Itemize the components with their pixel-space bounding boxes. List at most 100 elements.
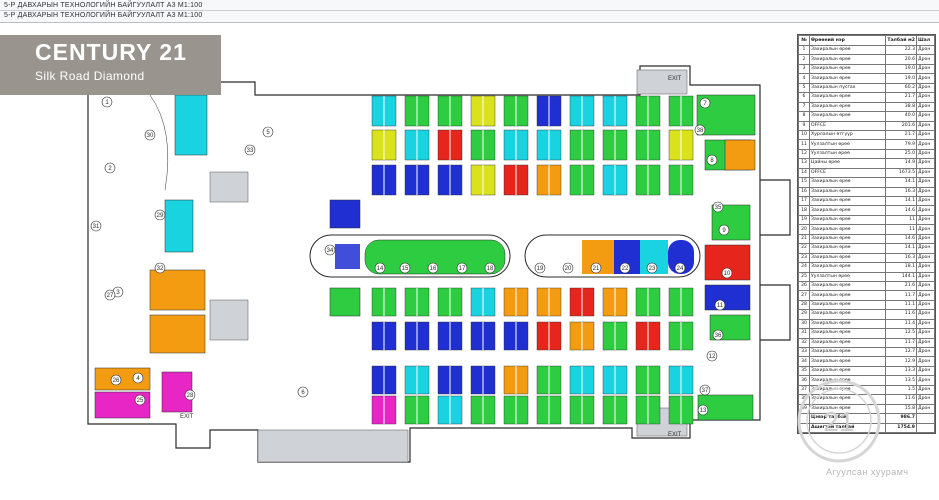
room-marker — [154, 209, 166, 221]
exit-label-bottom-left: EXIT — [180, 414, 194, 420]
stairs — [209, 69, 688, 463]
legend-cell: Дрон — [916, 177, 935, 188]
legend-cell: 17 — [798, 195, 810, 207]
room-marker — [706, 350, 718, 362]
room-number: 3 — [116, 290, 120, 296]
legend-cell: Дрон — [916, 384, 935, 396]
room-number: 20 — [565, 266, 572, 272]
legend-cell: Уулзалтын өрөө — [808, 271, 887, 282]
legend-cell: Захиралын өрөө — [808, 243, 887, 254]
room-number: 9 — [722, 228, 726, 234]
legend-cell: Дрон — [916, 365, 935, 377]
legend-cell: 12.5 — [885, 328, 917, 339]
legend-cell: 14.9 — [885, 158, 917, 169]
room-number: 18 — [487, 266, 494, 272]
legend-cell: Дрон — [916, 262, 935, 273]
room-marker — [697, 404, 709, 416]
legend-cell: 11.6 — [885, 394, 917, 405]
room-number: 21 — [593, 266, 600, 272]
legend-cell: 60.2 — [885, 82, 917, 94]
room-number: 30 — [147, 133, 154, 139]
legend-cell: Ашигтай талбай — [808, 422, 887, 433]
legend-cell: Захиралын өрөө — [808, 101, 887, 113]
legend-cell: 21.7 — [885, 92, 917, 103]
room-number: 28 — [187, 393, 194, 399]
room-number: 16 — [430, 266, 437, 272]
legend-cell: 1673.5 — [885, 167, 917, 179]
legend-cell: Дрон — [916, 101, 935, 113]
room-marker — [244, 144, 256, 156]
left-zone — [94, 94, 361, 419]
legend-cell — [916, 422, 935, 433]
legend-cell: 16.3 — [885, 252, 917, 264]
legend-cell: 16 — [798, 186, 810, 198]
legend-cell: Захиралын өрөө — [808, 205, 887, 216]
sheet-title-line-2: 5-Р ДАВХАРЫН ТЕХНОЛОГИЙН БАЙГУУЛАЛТ А3 М… — [4, 12, 203, 19]
legend-cell: 15 — [798, 177, 810, 188]
legend-cell: 19.0 — [885, 73, 917, 84]
legend-cell: Захиралын өрөө — [808, 224, 887, 235]
legend-cell: 6 — [798, 92, 810, 103]
legend-cell: 20.6 — [885, 54, 917, 65]
watermark-glyph: 21 — [823, 406, 854, 437]
room-marker — [590, 262, 602, 274]
room-number: 5 — [266, 130, 270, 136]
legend-cell: Захиралын өрөө — [808, 92, 887, 103]
legend-cell: Талбай м2 — [885, 35, 917, 46]
legend-cell: Дрон — [916, 54, 935, 65]
legend-cell: Захиралын өрөө — [808, 328, 887, 339]
desk-cluster-lower — [371, 287, 694, 425]
legend-cell: 79.9 — [885, 139, 917, 150]
legend-cell: 10 — [798, 129, 810, 141]
legend-cell: 144.1 — [885, 271, 917, 282]
legend-cell: 16.3 — [885, 186, 917, 198]
legend-cell: Шал — [916, 35, 935, 46]
legend-cell: 31 — [798, 328, 810, 339]
room-number: 12 — [709, 354, 716, 360]
room-number: 1 — [105, 100, 109, 106]
room-number: 38 — [697, 128, 704, 134]
legend-cell: Захиралын өрөө — [808, 233, 887, 245]
legend-cell: 26 — [798, 280, 810, 292]
legend-cell: 1754.9 — [885, 422, 917, 433]
room-number: 22 — [622, 266, 629, 272]
legend-cell: 30 — [798, 318, 810, 330]
room-marker — [324, 244, 336, 256]
legend-cell: 11.7 — [885, 337, 917, 349]
legend-cell: 986.7 — [885, 413, 917, 424]
room-marker — [184, 389, 196, 401]
legend-cell: Дрон — [916, 280, 935, 292]
room-number: 7 — [703, 101, 707, 107]
room-marker — [699, 384, 711, 396]
logo-subtitle: Silk Road Diamond — [35, 69, 145, 83]
legend-cell: 9 — [798, 120, 810, 131]
legend-cell: 12 — [798, 148, 810, 160]
legend-cell: 1 — [798, 44, 810, 56]
legend-cell: Дрон — [916, 44, 935, 56]
room-number: 25 — [137, 398, 144, 404]
legend-cell: Захиралын өрөө — [808, 299, 887, 311]
legend-cell: Дрон — [916, 318, 935, 330]
legend-cell: Дрон — [916, 224, 935, 235]
legend-cell: Дрон — [916, 195, 935, 207]
legend-cell: Захиралын өрөө — [808, 262, 887, 273]
legend-cell: Захиралын өрөө — [808, 214, 887, 226]
legend-cell: 11.1 — [885, 299, 917, 311]
legend-cell: 22 — [798, 243, 810, 254]
legend-cell: Захиралын өрөө — [808, 44, 887, 56]
legend-cell: Дрон — [916, 328, 935, 339]
legend-cell: 12.7 — [885, 346, 917, 358]
legend-cell: Дрон — [916, 243, 935, 254]
